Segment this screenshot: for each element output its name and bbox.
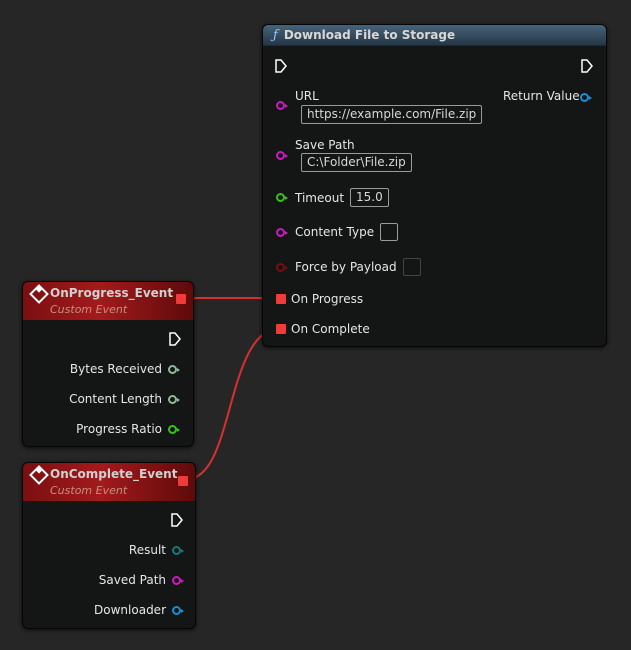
on-complete-label: On Complete <box>291 322 370 336</box>
wire-on-complete <box>186 327 282 480</box>
on-progress-pin[interactable] <box>276 294 286 304</box>
result-pin[interactable] <box>172 545 184 555</box>
event-subtitle: Custom Event <box>50 484 128 497</box>
progress-ratio-pin[interactable] <box>168 424 180 434</box>
save-path-input[interactable]: C:\Folder\File.zip <box>301 153 412 172</box>
saved-path-pin[interactable] <box>172 575 184 585</box>
url-label: URL <box>295 89 319 103</box>
save-path-pin[interactable] <box>276 151 288 160</box>
bytes-received-pin[interactable] <box>168 364 180 374</box>
exec-out-pin[interactable] <box>581 59 593 73</box>
force-by-payload-pin[interactable] <box>276 262 288 272</box>
result-label: Result <box>128 543 166 557</box>
on-complete-event-node[interactable]: OnComplete_Event Custom Event Result Sav… <box>22 462 196 629</box>
exec-out-pin[interactable] <box>169 332 181 346</box>
timeout-pin[interactable] <box>276 193 288 202</box>
delegate-pin[interactable] <box>176 294 186 304</box>
saved-path-label: Saved Path <box>98 573 166 587</box>
url-pin[interactable] <box>276 101 288 110</box>
exec-out-pin[interactable] <box>171 513 183 527</box>
force-by-payload-checkbox[interactable] <box>402 258 421 276</box>
event-icon <box>29 284 49 304</box>
progress-ratio-label: Progress Ratio <box>76 422 162 436</box>
downloader-label: Downloader <box>94 603 166 617</box>
save-path-label: Save Path <box>295 138 355 152</box>
timeout-label: Timeout <box>295 190 345 205</box>
event-title: OnComplete_Event <box>50 467 178 481</box>
on-complete-pin[interactable] <box>276 324 286 334</box>
event-header[interactable]: OnComplete_Event Custom Event <box>23 463 195 501</box>
downloader-pin[interactable] <box>172 605 184 615</box>
event-icon <box>29 465 49 485</box>
content-type-input[interactable] <box>380 223 399 241</box>
timeout-input[interactable]: 15.0 <box>350 188 389 207</box>
content-type-label: Content Type <box>295 225 375 239</box>
event-subtitle: Custom Event <box>50 303 128 316</box>
return-value-pin[interactable] <box>580 93 592 102</box>
event-title: OnProgress_Event <box>50 286 174 300</box>
node-header[interactable]: ƒ Download File to Storage <box>263 25 606 46</box>
function-icon: ƒ <box>273 27 278 43</box>
content-type-pin[interactable] <box>276 227 288 237</box>
on-progress-event-node[interactable]: OnProgress_Event Custom Event Bytes Rece… <box>22 281 194 447</box>
url-input[interactable]: https://example.com/File.zip <box>301 105 483 124</box>
bytes-received-label: Bytes Received <box>69 362 162 376</box>
content-length-label: Content Length <box>69 392 162 406</box>
delegate-pin[interactable] <box>178 476 188 486</box>
return-value-label: Return Value <box>503 89 580 103</box>
node-title: Download File to Storage <box>283 28 456 42</box>
on-progress-label: On Progress <box>291 292 364 306</box>
content-length-pin[interactable] <box>168 394 180 404</box>
exec-in-pin[interactable] <box>275 59 287 73</box>
event-header[interactable]: OnProgress_Event Custom Event <box>23 282 193 320</box>
force-by-payload-label: Force by Payload <box>295 260 397 274</box>
download-file-node[interactable]: ƒ Download File to Storage URL https://e… <box>262 24 607 347</box>
